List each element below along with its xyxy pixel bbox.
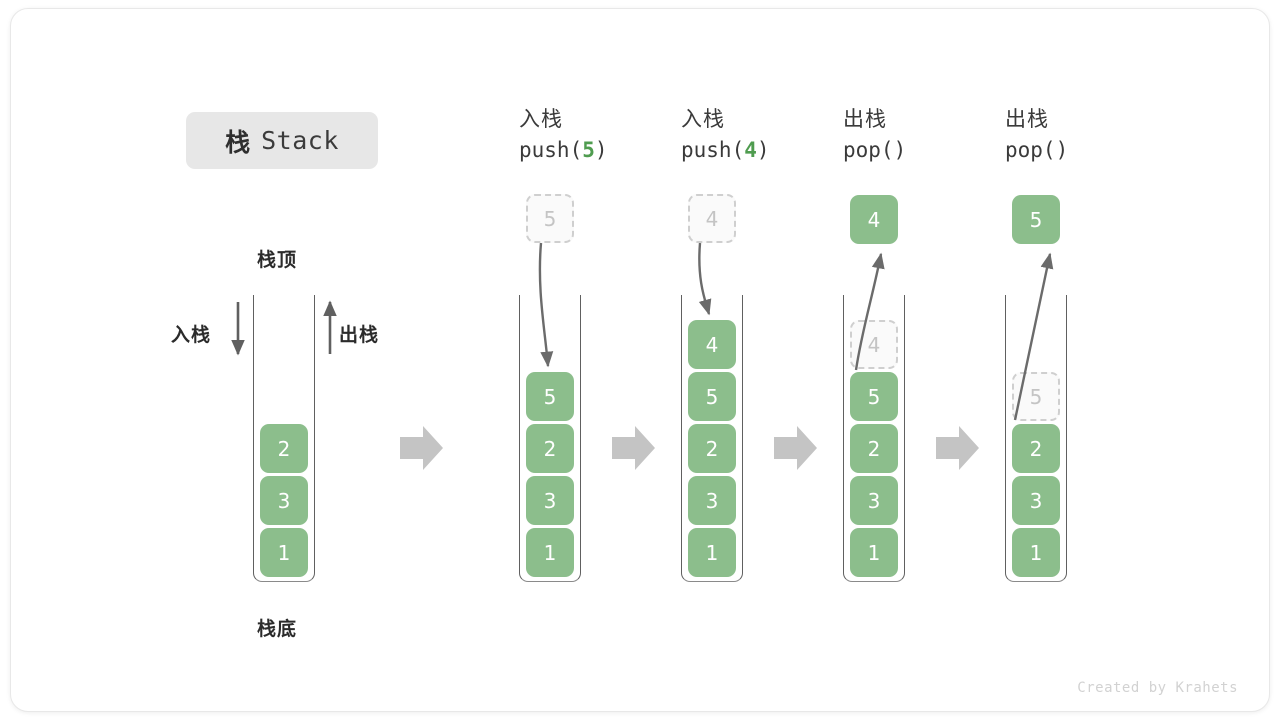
step-code-prefix-4: pop( bbox=[1005, 138, 1056, 162]
stack-cell-step-3-4: 3 bbox=[850, 476, 898, 525]
pop-direction-label: 出栈 bbox=[339, 324, 380, 346]
step-code-prefix-1: push( bbox=[519, 138, 583, 162]
stack-cell-step-2-2: 5 bbox=[688, 372, 736, 421]
stack-container-step-3 bbox=[843, 295, 905, 582]
stack-cell-step-2-4: 3 bbox=[688, 476, 736, 525]
step-op-label-3: 出栈 bbox=[843, 107, 887, 131]
step-header-1: 入栈 push(5) bbox=[519, 104, 709, 166]
in-flight-box-step-3: 4 bbox=[850, 195, 898, 244]
stack-cell-initial-2: 2 bbox=[260, 424, 308, 473]
stack-cell-initial-3: 3 bbox=[260, 476, 308, 525]
step-code-prefix-2: push( bbox=[681, 138, 745, 162]
step-code-prefix-3: pop( bbox=[843, 138, 894, 162]
stack-cell-initial-1: 1 bbox=[260, 528, 308, 577]
stack-cell-step-4-4: 1 bbox=[1012, 528, 1060, 577]
stack-cell-step-2-1: 4 bbox=[688, 320, 736, 369]
stack-container-step-4 bbox=[1005, 295, 1067, 582]
diagram-title-chip: 栈 Stack bbox=[186, 112, 378, 169]
stack-cell-step-3-1: 4 bbox=[850, 320, 898, 369]
stack-cell-step-4-1: 5 bbox=[1012, 372, 1060, 421]
stack-container-step-2 bbox=[681, 295, 743, 582]
step-code-3: pop() bbox=[843, 134, 1033, 166]
step-code-suffix-2: ) bbox=[756, 138, 770, 162]
stack-cell-step-1-1: 5 bbox=[526, 372, 574, 421]
step-code-1: push(5) bbox=[519, 134, 709, 166]
step-code-suffix-3: ) bbox=[893, 138, 907, 162]
stack-container-step-1 bbox=[519, 295, 581, 582]
step-code-2: push(4) bbox=[681, 134, 871, 166]
step-header-4: 出栈 pop() bbox=[1005, 104, 1195, 166]
step-op-label-2: 入栈 bbox=[681, 107, 725, 131]
step-code-suffix-1: ) bbox=[594, 138, 608, 162]
in-flight-box-step-4: 5 bbox=[1012, 195, 1060, 244]
stack-cell-step-1-2: 2 bbox=[526, 424, 574, 473]
push-direction-label: 入栈 bbox=[171, 324, 212, 346]
stack-cell-step-1-4: 1 bbox=[526, 528, 574, 577]
stack-bottom-label: 栈底 bbox=[257, 618, 298, 640]
title-chinese: 栈 bbox=[225, 127, 252, 157]
stack-cell-step-3-2: 5 bbox=[850, 372, 898, 421]
step-code-suffix-4: ) bbox=[1055, 138, 1069, 162]
stack-cell-step-4-2: 2 bbox=[1012, 424, 1060, 473]
step-header-2: 入栈 push(4) bbox=[681, 104, 871, 166]
watermark-credit: Created by Krahets bbox=[1077, 680, 1238, 696]
step-code-arg-2: 4 bbox=[744, 138, 757, 162]
step-code-4: pop() bbox=[1005, 134, 1195, 166]
step-header-3: 出栈 pop() bbox=[843, 104, 1033, 166]
step-op-label-4: 出栈 bbox=[1005, 107, 1049, 131]
stack-cell-step-2-5: 1 bbox=[688, 528, 736, 577]
stack-cell-step-1-3: 3 bbox=[526, 476, 574, 525]
stack-cell-step-3-5: 1 bbox=[850, 528, 898, 577]
title-english: Stack bbox=[261, 126, 339, 155]
stack-container-initial bbox=[253, 295, 315, 582]
stack-cell-step-3-3: 2 bbox=[850, 424, 898, 473]
stack-cell-step-2-3: 2 bbox=[688, 424, 736, 473]
stack-cell-step-4-3: 3 bbox=[1012, 476, 1060, 525]
stack-top-label: 栈顶 bbox=[257, 249, 298, 271]
step-code-arg-1: 5 bbox=[582, 138, 595, 162]
step-op-label-1: 入栈 bbox=[519, 107, 563, 131]
in-flight-box-step-1: 5 bbox=[526, 194, 574, 243]
in-flight-box-step-2: 4 bbox=[688, 194, 736, 243]
